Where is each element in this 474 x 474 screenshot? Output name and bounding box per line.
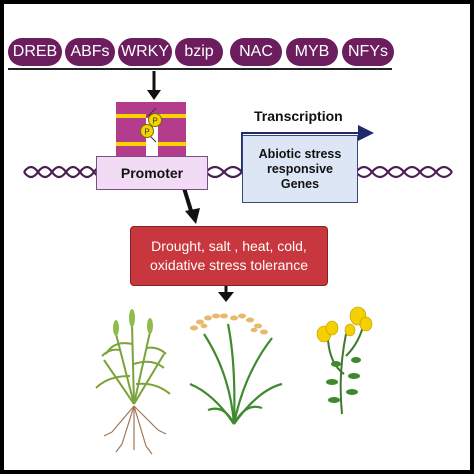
svg-text:P: P <box>144 128 149 137</box>
promoter-box: Promoter <box>96 156 208 190</box>
genes-box: Abiotic stress responsive Genes <box>242 135 358 203</box>
arrowhead-plants <box>218 292 234 302</box>
tf-pill-myb: MYB <box>286 38 338 66</box>
phospho-circle-top: P <box>148 113 162 127</box>
genes-label-line-3: Genes <box>280 176 320 191</box>
plant-rice <box>189 313 283 425</box>
arrowhead-tf <box>147 90 161 100</box>
diagram-canvas: DREB ABFs WRKY bzip NAC MYB NFYs <box>4 4 470 470</box>
genes-label-line-2: responsive <box>266 161 333 176</box>
plant-wheat <box>95 309 171 455</box>
tf-complex <box>116 102 186 160</box>
phospho-circle-bottom: P <box>140 124 154 138</box>
tolerance-label-line-1: Drought, salt , heat, cold, <box>151 238 307 254</box>
tf-pill-nac: NAC <box>230 38 282 66</box>
svg-text:P: P <box>152 117 157 126</box>
stress-tolerance-box: Drought, salt , heat, cold, oxidative st… <box>130 226 328 286</box>
arrow-promoter-to-tolerance <box>182 187 194 215</box>
diagram-graphics: P P <box>23 71 453 455</box>
dna-helix-middle <box>205 165 243 179</box>
genes-label-line-1: Abiotic stress <box>258 146 342 161</box>
dna-helix-right <box>355 165 453 179</box>
tf-pill-nfys: NFYs <box>342 38 394 66</box>
tf-pill-dreb: DREB <box>8 38 62 66</box>
plant-flowering <box>316 306 373 415</box>
tf-baseline <box>8 68 392 70</box>
dna-helix-left <box>23 165 109 179</box>
tf-pill-abfs: ABFs <box>65 38 115 66</box>
transcription-label: Transcription <box>254 108 343 124</box>
tf-pill-wrky: WRKY <box>118 38 172 66</box>
tolerance-label-line-2: oxidative stress tolerance <box>150 257 308 273</box>
promoter-label: Promoter <box>120 165 184 181</box>
tf-pill-bzip: bzip <box>175 38 223 66</box>
arrowhead-tolerance <box>185 208 200 224</box>
